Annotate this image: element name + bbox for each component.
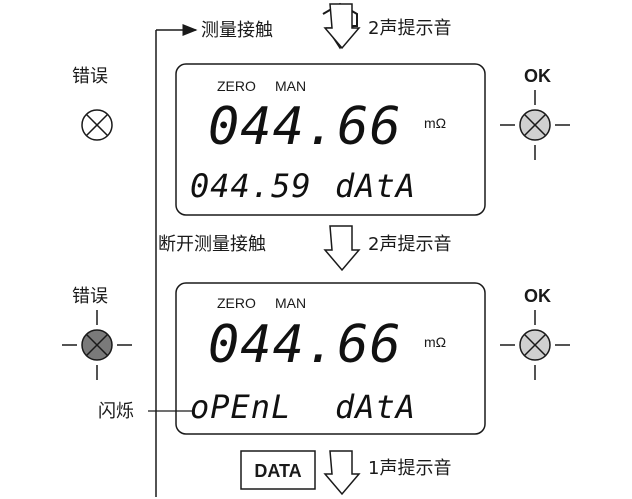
- flow-line: [155, 24, 198, 497]
- sub-text-2: dAtA: [335, 388, 416, 426]
- unit-1: mΩ: [424, 115, 446, 131]
- error-label-1: 错误: [72, 66, 108, 87]
- ok-led-lit-icon: [500, 90, 570, 160]
- error-led-lit-icon: [62, 310, 132, 380]
- man-indicator-2: MAN: [275, 295, 306, 311]
- error-led-off-icon: [81, 109, 113, 141]
- lcd-display-1: ZERO MAN 044.66 mΩ 044.59 dAtA: [175, 63, 486, 216]
- down-arrow-icon: [322, 2, 361, 50]
- beep-1-label: 1声提示音: [368, 458, 451, 479]
- blink-label: 闪烁: [98, 401, 134, 422]
- ok-led-lit-icon: [500, 310, 570, 380]
- contact-label: 测量接触: [201, 20, 273, 41]
- down-arrow-icon: [323, 450, 361, 496]
- main-reading-1: 044.66: [208, 97, 402, 157]
- error-label-2: 错误: [72, 286, 108, 307]
- zero-indicator-1: ZERO: [217, 78, 256, 94]
- sub-reading-1: 044.59: [190, 167, 312, 205]
- data-button[interactable]: DATA: [240, 450, 316, 490]
- beep-2-label-middle: 2声提示音: [368, 234, 451, 255]
- break-contact-label: 断开测量接触: [158, 234, 266, 255]
- sub-reading-2-blinking: oPEnL: [190, 388, 291, 426]
- lcd-display-2: ZERO MAN 044.66 mΩ oPEnL dAtA: [175, 282, 486, 435]
- ok-label-2: OK: [524, 286, 551, 306]
- man-indicator-1: MAN: [275, 78, 306, 94]
- ok-label-1: OK: [524, 66, 551, 86]
- down-arrow-icon: [323, 225, 361, 272]
- beep-2-label-top: 2声提示音: [368, 18, 451, 39]
- unit-2: mΩ: [424, 334, 446, 350]
- zero-indicator-2: ZERO: [217, 295, 256, 311]
- sub-text-1: dAtA: [335, 167, 416, 205]
- data-button-label: DATA: [254, 461, 301, 481]
- main-reading-2: 044.66: [208, 315, 402, 375]
